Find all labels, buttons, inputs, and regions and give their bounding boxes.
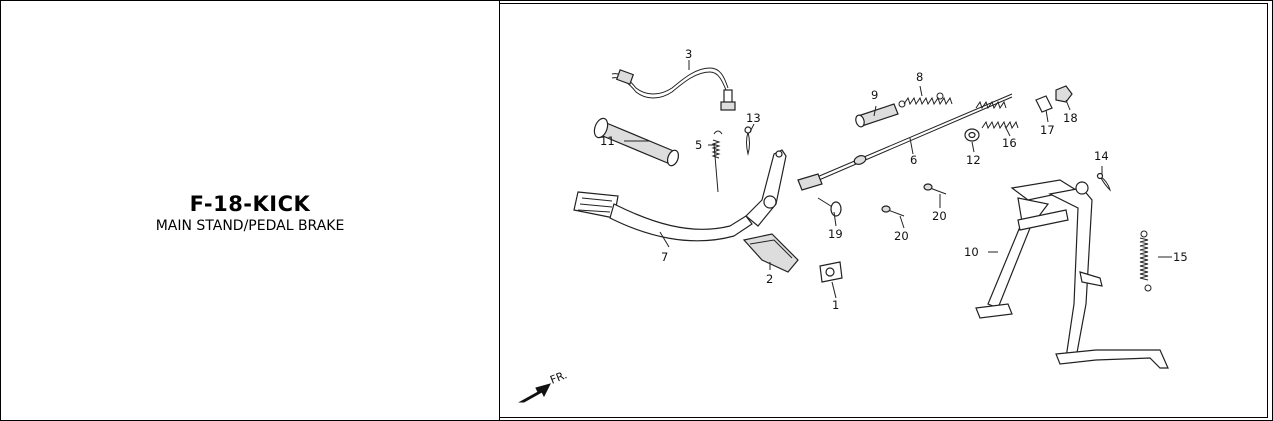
- callout-20-b: 20: [932, 209, 947, 223]
- part-7-brake-pedal: [573, 149, 787, 242]
- part-15-stand-spring: [1139, 230, 1152, 292]
- part-5-return-spring: [711, 130, 723, 193]
- parts-diagram-svg: 3 11 5 13 7 2 1 9 8 6 12 16 17 18 19 20 …: [518, 47, 1188, 403]
- front-direction-arrow: [518, 383, 551, 403]
- part-2-stopper-plate: [742, 233, 799, 273]
- callout-12: 12: [966, 153, 981, 167]
- part-19-joint-pin: [817, 197, 842, 217]
- part-3-switch-cable: [611, 67, 736, 111]
- front-direction-label: FR.: [548, 368, 569, 386]
- callout-18: 18: [1063, 111, 1078, 125]
- part-12-washer: [964, 128, 980, 142]
- leader-lines: [624, 60, 1172, 299]
- part-18-adjusting-nut: [1055, 85, 1073, 103]
- callout-15: 15: [1173, 250, 1188, 264]
- callout-11: 11: [600, 134, 615, 148]
- callout-6: 6: [910, 153, 917, 167]
- callout-5: 5: [695, 138, 702, 152]
- callout-13: 13: [746, 111, 761, 125]
- callout-10: 10: [964, 245, 979, 259]
- part-11-pivot-shaft: [593, 117, 680, 167]
- callout-9: 9: [871, 88, 878, 102]
- callout-16: 16: [1002, 136, 1017, 150]
- part-17-joint: [1035, 95, 1053, 113]
- callout-20-a: 20: [894, 229, 909, 243]
- callout-2: 2: [766, 272, 773, 286]
- diagram-code: F-18-KICK: [189, 192, 311, 216]
- part-14-cotter-pin: [1096, 172, 1111, 192]
- title-cell: F-18-KICK MAIN STAND/PEDAL BRAKE: [1, 1, 500, 420]
- callout-1: 1: [832, 298, 839, 312]
- parts-diagram: 3 11 5 13 7 2 1 9 8 6 12 16 17 18 19 20 …: [499, 3, 1268, 418]
- part-20-screw-b: [923, 183, 947, 195]
- callout-8: 8: [916, 70, 923, 84]
- part-10-main-stand: [975, 179, 1169, 369]
- diagram-subtitle: MAIN STAND/PEDAL BRAKE: [155, 218, 345, 234]
- part-20-screw-a: [881, 205, 905, 217]
- callout-7: 7: [661, 250, 668, 264]
- part-6-brake-rod: [797, 93, 1013, 191]
- part-8-spring: [898, 92, 953, 108]
- callout-19: 19: [828, 227, 843, 241]
- callout-14: 14: [1094, 149, 1109, 163]
- part-1-collar: [819, 261, 843, 283]
- callout-3: 3: [685, 47, 692, 61]
- part-16-spring: [981, 120, 1019, 130]
- callout-17: 17: [1040, 123, 1055, 137]
- part-9-pipe: [855, 103, 899, 128]
